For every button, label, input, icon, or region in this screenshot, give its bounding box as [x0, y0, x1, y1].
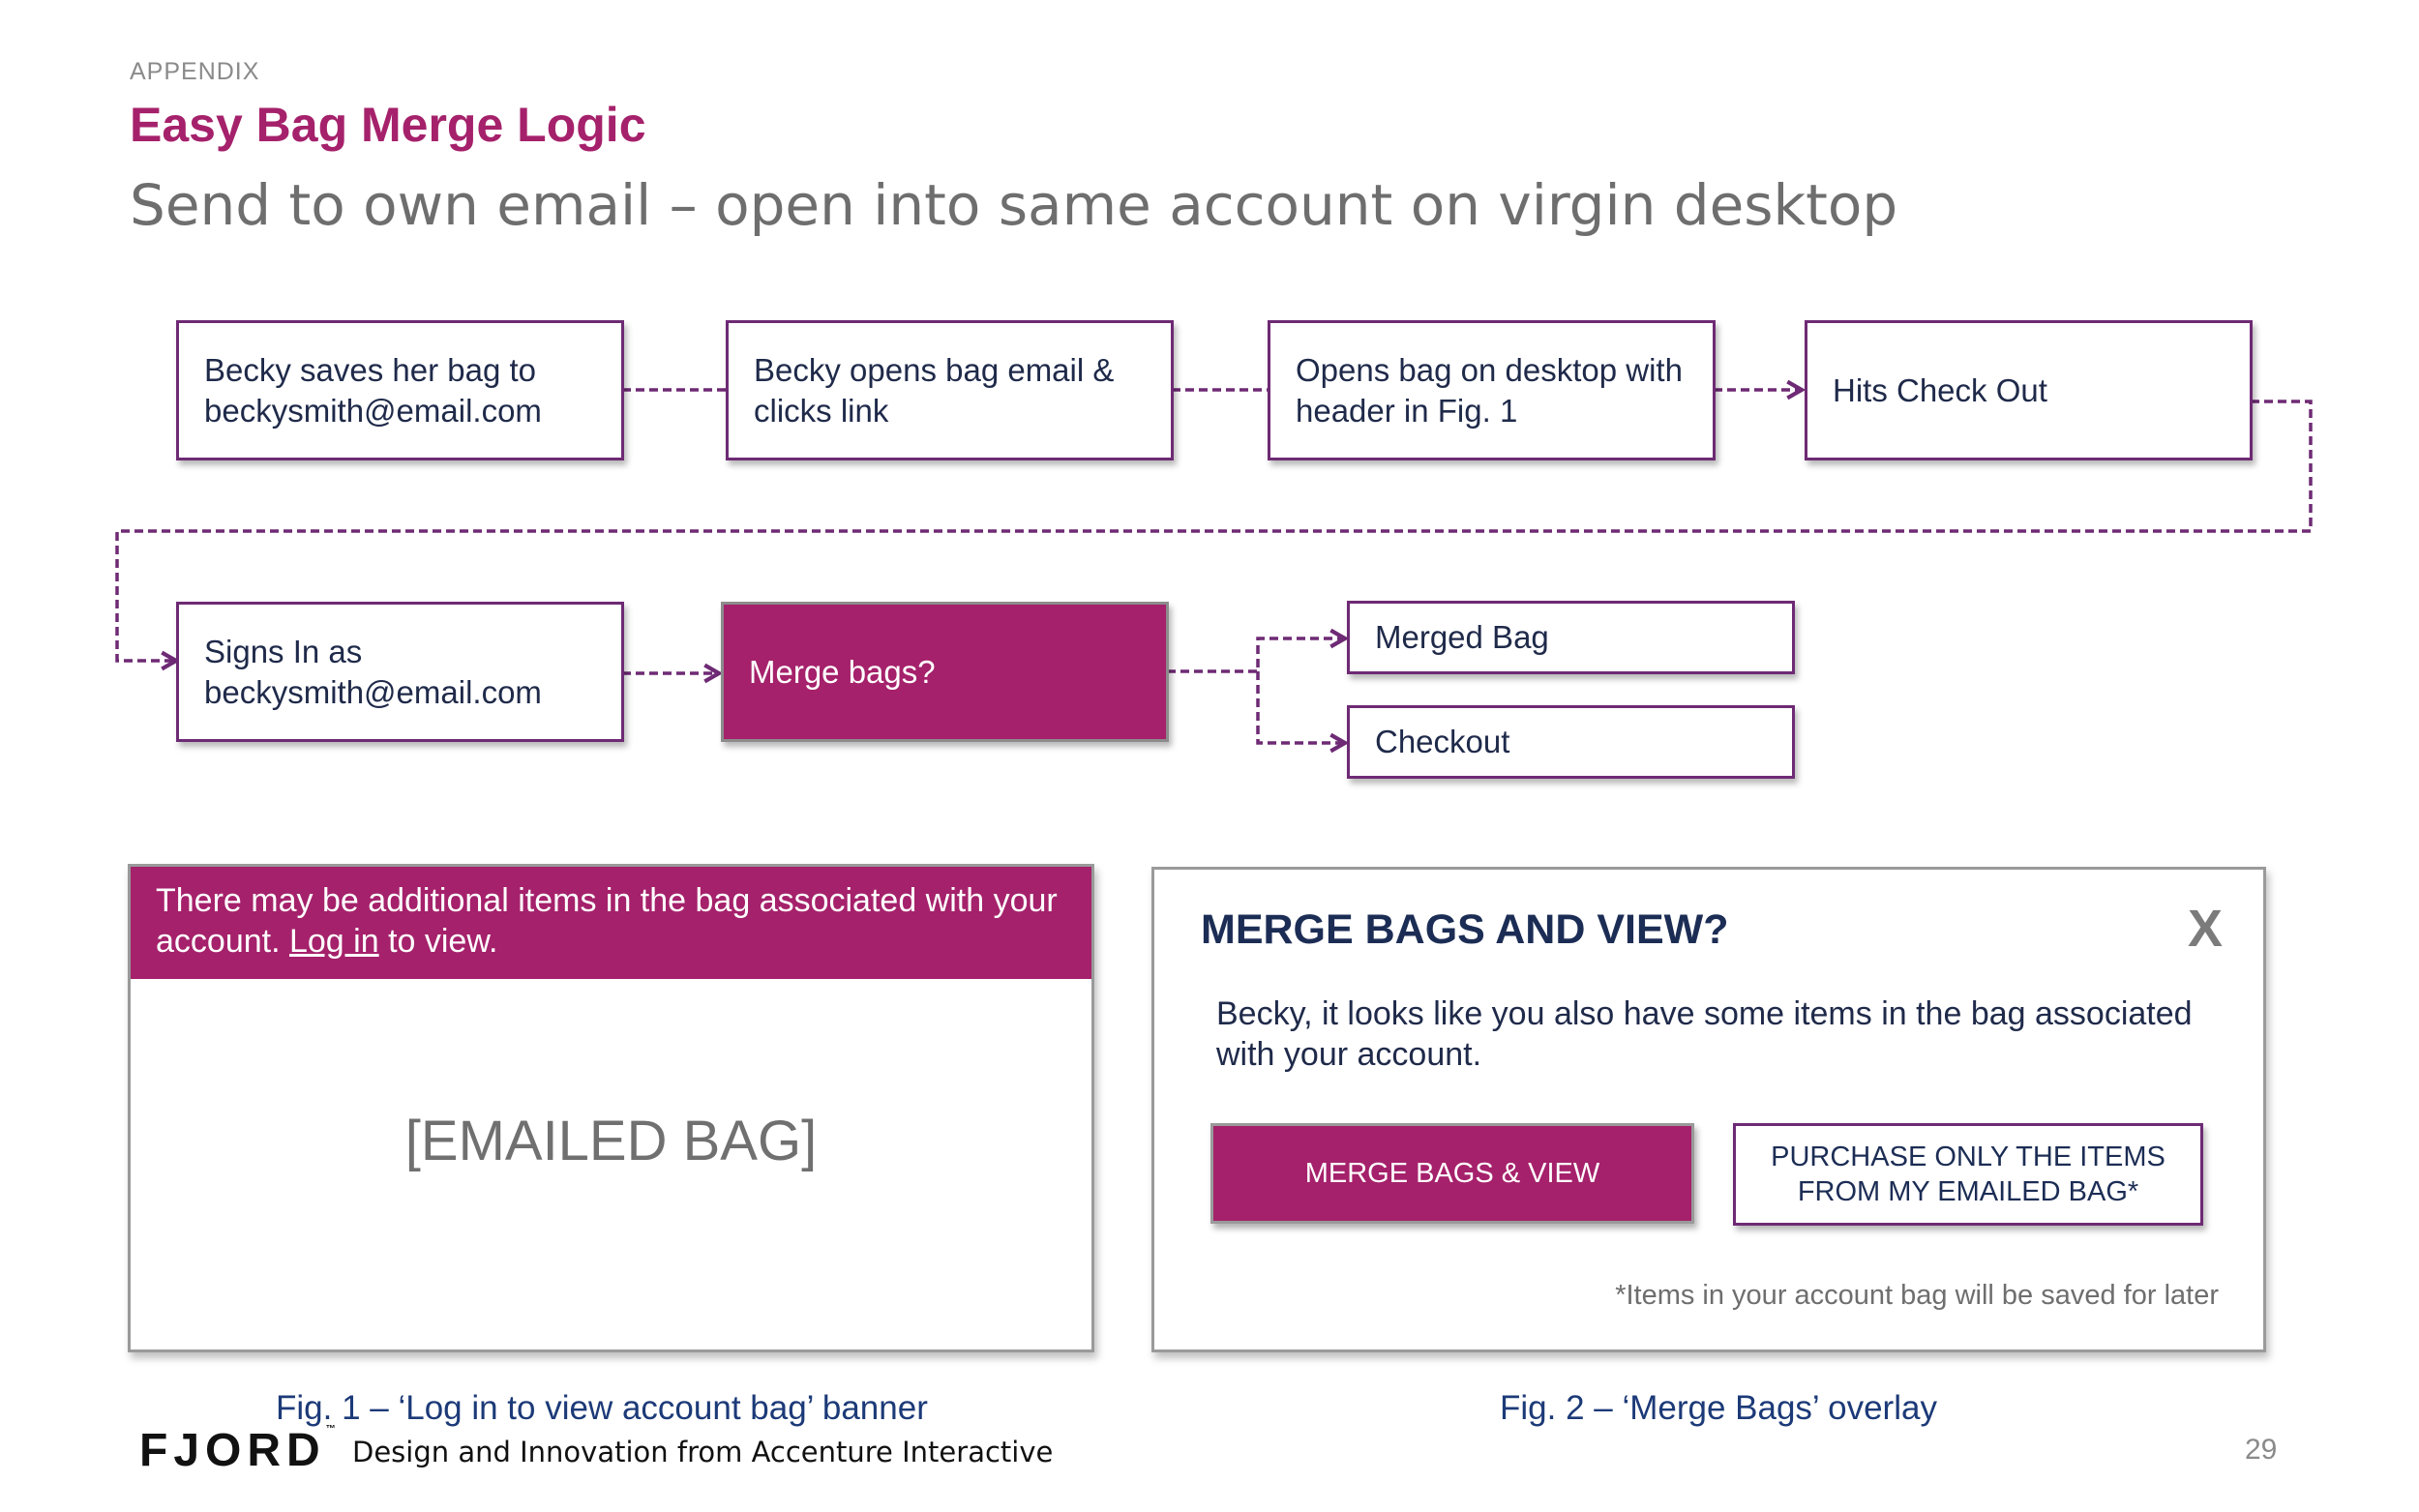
login-link[interactable]: Log in — [288, 923, 379, 960]
connector-4-5 — [115, 400, 2313, 671]
flow-step-open-desktop-label: Opens bag on desktop with header in Fig.… — [1296, 351, 1683, 429]
flow-step-open-email: Becky opens bag email & clicks link — [726, 320, 1174, 460]
connector-decision-merged — [1167, 628, 1350, 673]
overlay-title: MERGE BAGS AND VIEW? — [1201, 906, 1729, 953]
page-number: 29 — [2245, 1434, 2278, 1466]
fig2-caption: Fig. 2 – ‘Merge Bags’ overlay — [1500, 1389, 1937, 1427]
flow-step-checkout: Hits Check Out — [1805, 320, 2253, 460]
footer-tagline: Design and Innovation from Accenture Int… — [352, 1436, 1054, 1468]
flow-outcome-checkout-label: Checkout — [1375, 724, 1510, 759]
flow-step-open-email-label: Becky opens bag email & clicks link — [754, 351, 1115, 429]
section-kicker: APPENDIX — [130, 58, 260, 85]
flow-step-open-desktop: Opens bag on desktop with header in Fig.… — [1268, 320, 1716, 460]
logo-text: FJORD — [139, 1425, 326, 1476]
flow-outcome-merged-bag-label: Merged Bag — [1375, 619, 1549, 655]
login-banner: There may be additional items in the bag… — [131, 867, 1091, 979]
login-banner-text-end: to view. — [378, 923, 498, 960]
slide-title: Easy Bag Merge Logic — [130, 98, 646, 152]
flow-outcome-checkout: Checkout — [1347, 705, 1795, 779]
logo-trademark: ™ — [325, 1424, 336, 1435]
flow-outcome-merged-bag: Merged Bag — [1347, 601, 1795, 674]
emailed-bag-placeholder: [EMAILED BAG] — [404, 1110, 818, 1172]
flow-step-sign-in: Signs In as beckysmith@email.com — [176, 602, 624, 742]
overlay-message: Becky, it looks like you also have some … — [1216, 995, 2193, 1073]
flow-decision-merge-label: Merge bags? — [749, 653, 936, 690]
flow-decision-merge: Merge bags? — [721, 602, 1169, 742]
overlay-footnote: *Items in your account bag will be saved… — [1615, 1280, 2219, 1311]
flow-step-sign-in-label: Signs In as beckysmith@email.com — [204, 633, 542, 710]
merge-bags-button[interactable]: MERGE BAGS & VIEW — [1210, 1123, 1694, 1224]
merge-bags-overlay: MERGE BAGS AND VIEW? X Becky, it looks l… — [1151, 867, 2266, 1352]
purchase-emailed-only-button-label: PURCHASE ONLY THE ITEMS FROM MY EMAILED … — [1771, 1141, 2165, 1207]
flow-step-checkout-label: Hits Check Out — [1833, 371, 2047, 408]
fig1-caption: Fig. 1 – ‘Log in to view account bag’ ba… — [276, 1389, 928, 1427]
flow-step-save-bag-label: Becky saves her bag to beckysmith@email.… — [204, 351, 542, 429]
close-icon[interactable]: X — [2187, 900, 2223, 958]
fjord-logo: FJORD™ — [139, 1424, 336, 1477]
connector-decision-checkout — [1256, 671, 1350, 754]
flow-step-save-bag: Becky saves her bag to beckysmith@email.… — [176, 320, 624, 460]
purchase-emailed-only-button[interactable]: PURCHASE ONLY THE ITEMS FROM MY EMAILED … — [1733, 1123, 2203, 1226]
slide-subtitle: Send to own email – open into same accou… — [130, 172, 1898, 238]
merge-bags-button-label: MERGE BAGS & VIEW — [1304, 1157, 1600, 1189]
login-banner-text: There may be additional items in the bag… — [156, 882, 1058, 960]
fig1-banner-mockup: There may be additional items in the bag… — [128, 864, 1094, 1352]
